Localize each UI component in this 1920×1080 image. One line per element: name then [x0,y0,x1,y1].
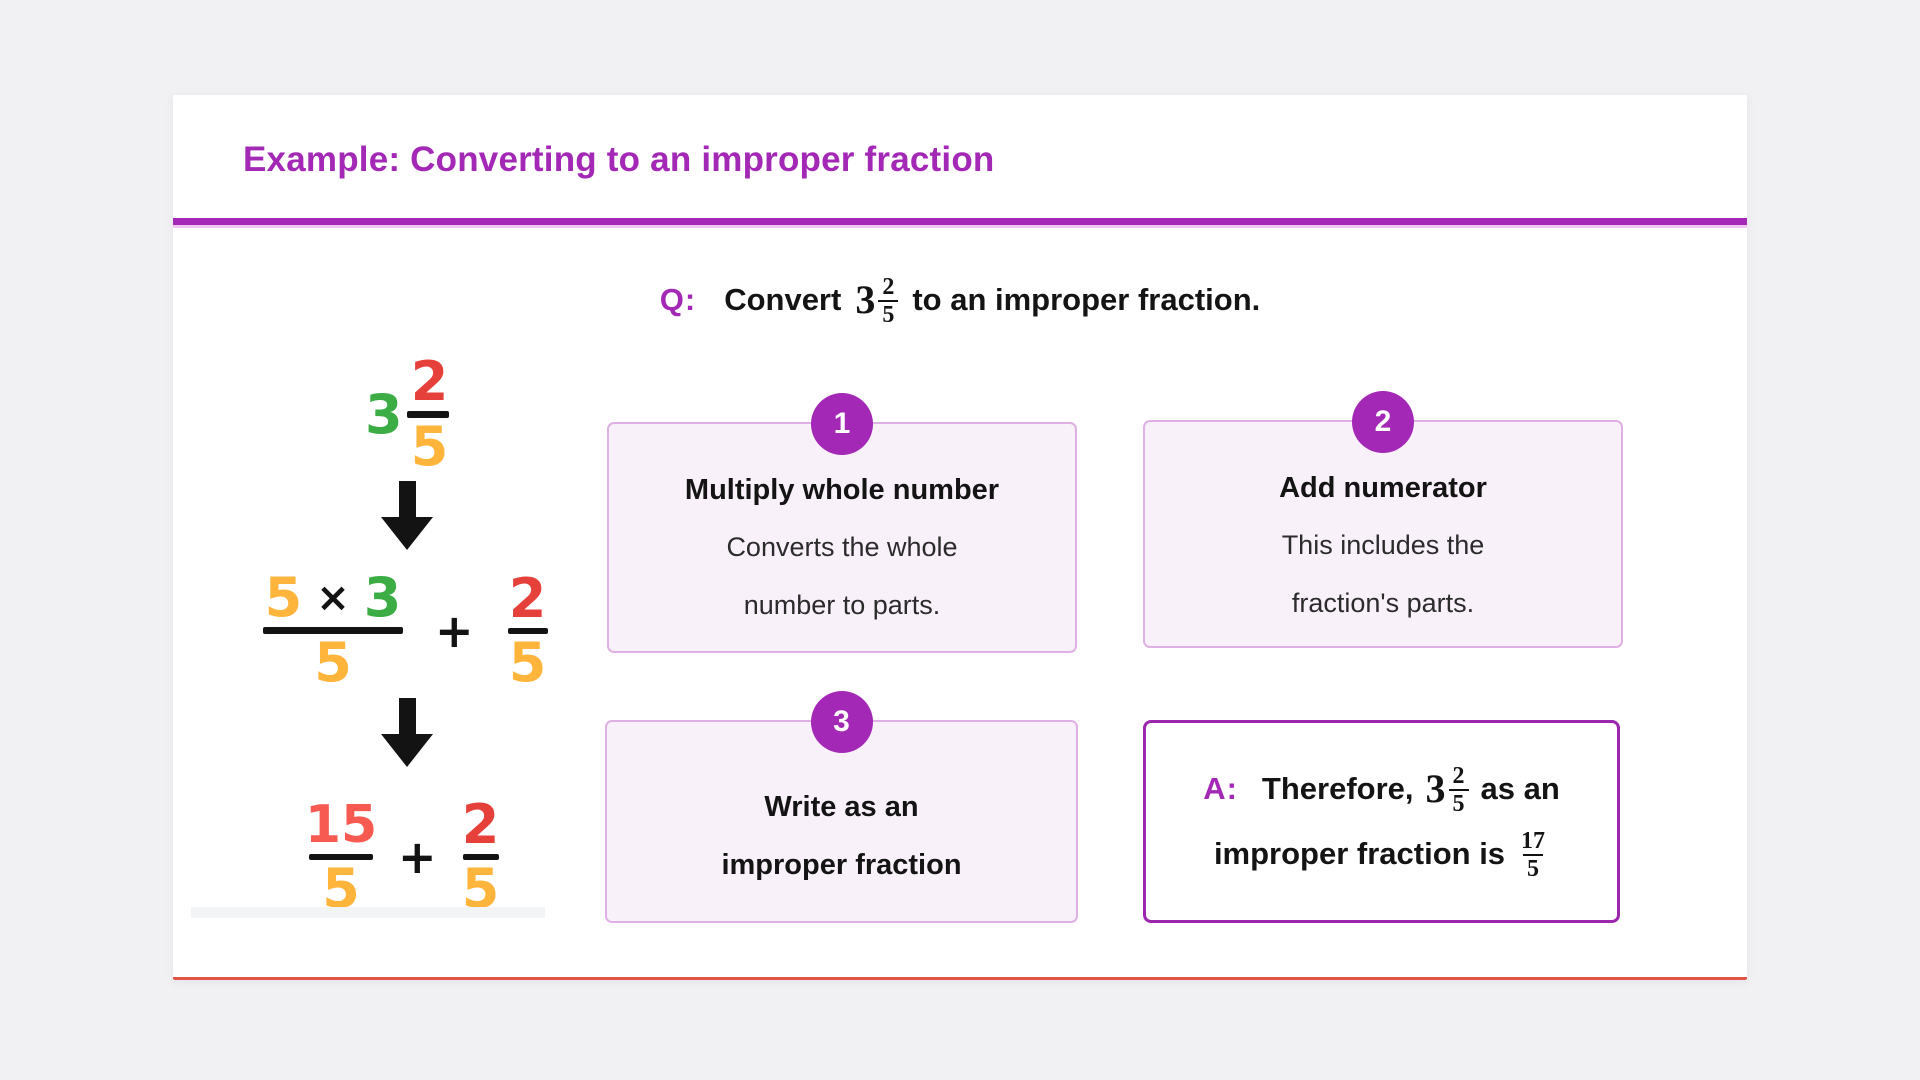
title-divider [173,218,1747,225]
down-arrow-icon [381,481,433,550]
down-arrow-icon [381,698,433,767]
addend-denominator: 5 [508,630,547,694]
arrow-head [381,734,433,767]
fraction-numerator: 2 [882,273,895,300]
plus-sign: + [435,603,474,658]
step-3-title-line: Write as an [764,791,919,823]
answer-label: A: [1203,771,1238,806]
lesson-card: Example: Converting to an improper fract… [173,95,1747,980]
fraction-bar [462,854,499,860]
step-1-title: Multiply whole number [684,474,1000,506]
step-card-2: 2 Add numerator This includes the fracti… [1143,391,1623,648]
multiply-operator: × [316,575,350,621]
step-3-badge: 3 [810,691,873,753]
step-1-description: Converts the whole number to parts. [609,518,1075,634]
diagram-result-step: 15 5 + 2 5 [304,793,501,920]
step-1-description-line: number to parts. [743,590,941,620]
diagram-mixed-fraction: 2 5 [406,350,453,478]
addend-numerator: 2 [508,566,547,630]
mixed-whole: 3 [855,277,876,322]
mixed-fraction: 2 5 [1448,762,1469,816]
question-text-after: to an improper fraction. [912,282,1261,317]
step-2-description-line: fraction's parts. [1291,588,1475,618]
question-line: Q: Convert 3 2 5 to an improper fraction… [173,257,1747,343]
fraction-numerator: 2 [1452,762,1465,789]
answer-text-before: Therefore, [1261,771,1414,806]
step-2-description-line: This includes the [1281,530,1485,560]
diagram-mixed-number: 3 2 5 [365,350,453,478]
step-3-title: Write as an improper fraction [607,778,1076,894]
step-1-badge: 1 [811,393,873,455]
fraction-bar [309,854,373,860]
addend-fraction: 2 5 [461,793,501,920]
question-mixed-number: 3 2 5 [855,273,899,327]
figure-background-strip [191,907,545,918]
arrow-head [381,517,433,550]
step-1-description-line: Converts the whole [726,532,958,562]
step-2-title: Add numerator [1279,472,1487,504]
step-card-3: 3 Write as an improper fraction [605,691,1078,923]
step-card-1: 1 Multiply whole number Converts the who… [607,393,1077,653]
arrow-stem [398,481,416,517]
multiply-left-number: 5 [264,566,303,629]
page-title: Example: Converting to an improper fract… [243,140,995,179]
diagram-whole-number: 3 [365,382,403,446]
result-fraction: 15 5 [304,795,378,920]
question-text-before: Convert [724,282,842,317]
addend-denominator: 5 [461,857,500,920]
fraction-denominator: 5 [1523,853,1544,881]
multiply-right-number: 3 [363,566,402,629]
fraction-denominator: 5 [1448,788,1469,816]
multiply-denominator: 5 [314,631,352,694]
answer-text-line2: improper fraction is [1213,836,1506,871]
fraction-bar [406,411,449,418]
answer-line-2: improper fraction is 17 5 [1213,827,1549,881]
addend-numerator: 2 [461,793,500,856]
result-numerator: 15 [304,795,378,855]
question-label: Q: [659,282,697,317]
fraction-bar [507,627,548,634]
answer-mixed-number: 3 2 5 [1425,762,1469,816]
answer-line-1: A: Therefore, 3 2 5 as an [1203,762,1560,816]
diagram-numerator: 2 [410,350,449,413]
plus-sign: + [398,830,437,884]
mixed-fraction: 2 5 [878,273,899,327]
fraction-denominator: 5 [878,299,899,327]
step-2-badge: 2 [1352,391,1414,453]
arrow-stem [398,698,416,734]
fraction-numerator: 17 [1521,827,1546,854]
step-2-description: This includes the fraction's parts. [1145,516,1621,632]
mixed-whole: 3 [1425,766,1446,811]
result-denominator: 5 [322,857,360,920]
multiply-numerator-row: 5 × 3 [264,566,402,629]
addend-fraction: 2 5 [506,566,550,694]
diagram-multiply-step: 5 × 3 5 + 2 5 [263,566,550,694]
step-3-title-line: improper fraction [721,849,962,881]
fraction-bar [263,627,403,634]
diagram-denominator: 5 [410,415,449,478]
answer-result-fraction: 17 5 [1517,827,1549,881]
answer-text-middle: as an [1480,771,1560,806]
multiply-fraction: 5 × 3 5 [263,566,403,694]
answer-box: A: Therefore, 3 2 5 as an improper fract… [1143,720,1620,923]
